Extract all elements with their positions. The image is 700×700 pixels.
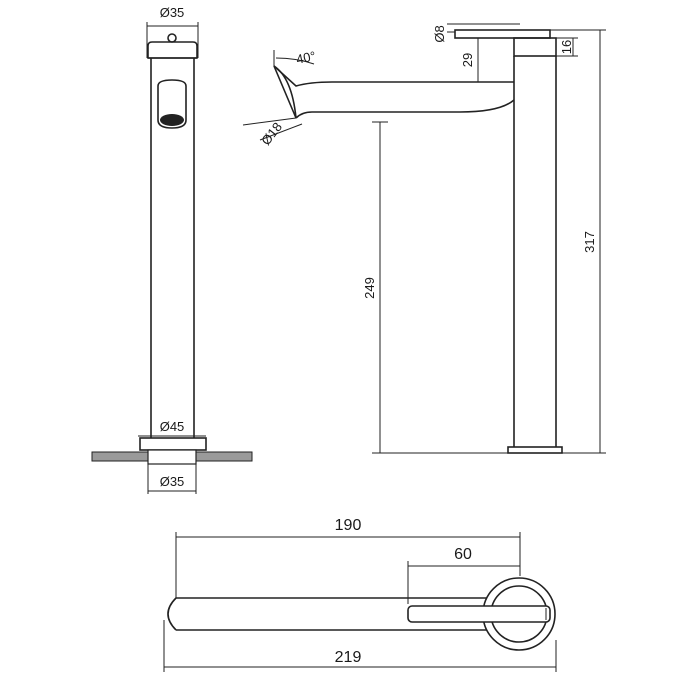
aerator-icon [160,114,184,126]
spout-tip [273,65,297,119]
side-view: Ø35 Ø45 Ø35 [91,5,253,494]
dim-angle: 40° [295,48,317,67]
base-flange [139,437,207,451]
dim-total-length: 219 [335,649,362,666]
spout-plan [167,597,488,631]
spout-top [273,65,514,87]
dim-reach-lever: 60 [454,546,472,563]
column-cap [513,37,557,57]
dim-base-outer: Ø45 [160,419,185,434]
dim-spout-height: 249 [362,277,377,299]
lever-knob [167,33,177,43]
dim-spout-diameter: Ø18 [258,119,285,148]
dim-total-height: 317 [582,231,597,253]
dim-cap-height: 16 [559,40,574,54]
dim-lever-height: 29 [460,53,475,67]
aerator-housing [157,79,187,129]
lever-handle [454,29,551,39]
column-base [507,446,563,454]
spout-bottom [295,99,515,119]
front-view: Ø8 40° Ø18 29 16 249 [242,23,606,454]
lever-plan [407,605,551,623]
top-cap [147,41,198,59]
dim-lever-diameter: Ø8 [432,25,447,42]
top-view: 190 60 219 [163,517,557,672]
dim-top-diameter: Ø35 [160,5,185,20]
dim-base-inner: Ø35 [160,474,185,489]
dim-reach-spout: 190 [335,517,362,534]
